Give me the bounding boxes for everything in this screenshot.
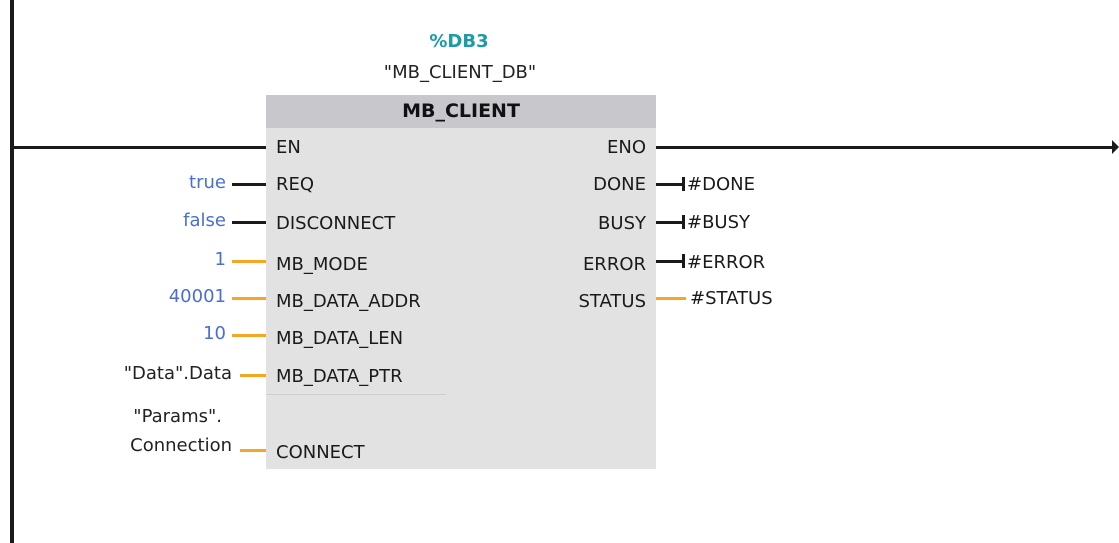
- coil-marker-icon: [682, 254, 685, 268]
- coil-marker-icon: [682, 177, 685, 191]
- value-mb-data-len[interactable]: 10: [203, 323, 226, 344]
- instance-db-number[interactable]: %DB3: [429, 31, 489, 52]
- pin-mb-data-len: MB_DATA_LEN: [276, 328, 404, 349]
- value-req[interactable]: true: [189, 172, 226, 193]
- wire-status: [656, 297, 686, 300]
- wire-error: [656, 260, 682, 263]
- pin-connect: CONNECT: [276, 442, 365, 463]
- value-mb-data-addr[interactable]: 40001: [168, 286, 226, 307]
- function-block[interactable]: [266, 95, 656, 469]
- value-connect-line1[interactable]: "Params".: [133, 406, 222, 427]
- instance-db-name[interactable]: "MB_CLIENT_DB": [383, 62, 537, 83]
- value-mb-data-ptr[interactable]: "Data".Data: [123, 363, 232, 384]
- wire-done: [656, 183, 682, 186]
- pin-status: STATUS: [578, 291, 646, 312]
- pin-mb-data-addr: MB_DATA_ADDR: [276, 291, 421, 312]
- pin-req: REQ: [276, 174, 315, 195]
- pin-mb-mode: MB_MODE: [276, 254, 368, 275]
- wire-req: [232, 183, 266, 186]
- wire-connect: [240, 449, 266, 452]
- wire-mb-data-addr: [232, 297, 266, 300]
- pin-eno: ENO: [606, 137, 646, 158]
- pin-busy: BUSY: [598, 213, 646, 234]
- pin-mb-data-ptr: MB_DATA_PTR: [276, 366, 403, 387]
- en-power-line: [14, 146, 266, 149]
- wire-mb-data-ptr: [240, 374, 266, 377]
- value-connect-line2[interactable]: Connection: [130, 435, 232, 456]
- pin-error: ERROR: [582, 254, 646, 275]
- pin-en: EN: [276, 137, 301, 158]
- tag-busy[interactable]: #BUSY: [687, 212, 751, 233]
- pin-disconnect: DISCONNECT: [276, 213, 396, 234]
- rung-end-arrow-icon: [1112, 140, 1119, 154]
- tag-status[interactable]: #STATUS: [690, 288, 773, 309]
- pin-done: DONE: [593, 174, 646, 195]
- value-disconnect[interactable]: false: [183, 210, 226, 231]
- wire-mb-mode: [232, 260, 266, 263]
- pin-separator: [266, 394, 446, 395]
- wire-busy: [656, 221, 682, 224]
- wire-disconnect: [232, 221, 266, 224]
- wire-mb-data-len: [232, 334, 266, 337]
- tag-error[interactable]: #ERROR: [687, 252, 766, 273]
- coil-marker-icon: [682, 215, 685, 229]
- eno-power-line: [656, 146, 1115, 149]
- block-title: MB_CLIENT: [266, 95, 656, 128]
- left-power-rail: [10, 0, 14, 543]
- value-mb-mode[interactable]: 1: [214, 249, 226, 270]
- tag-done[interactable]: #DONE: [687, 174, 755, 195]
